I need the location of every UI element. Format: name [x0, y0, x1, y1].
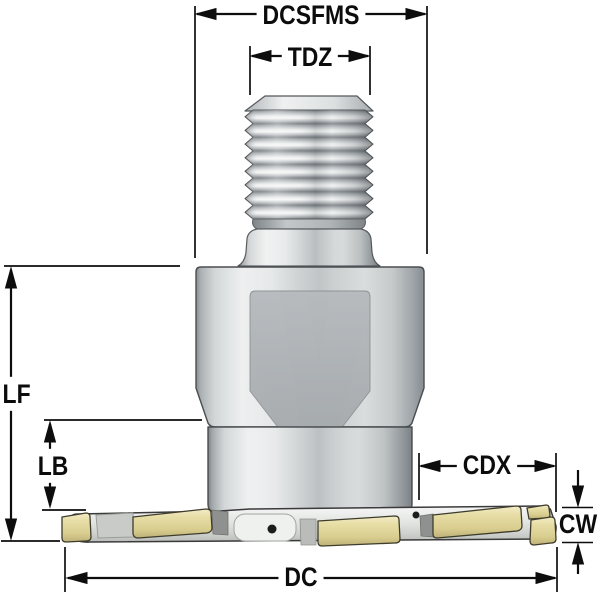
- dim-label-dcsfms: DCSFMS: [256, 0, 366, 29]
- carbide-inserts: [61, 504, 557, 547]
- insert-right-corner: [526, 504, 551, 520]
- arrow-left-icon: [194, 7, 217, 21]
- disc-recess: [95, 512, 135, 539]
- dim-label-lb: LB: [35, 448, 71, 484]
- dim-label-tdz: TDZ: [281, 42, 339, 71]
- arrow-left-icon: [418, 459, 441, 473]
- arrow-down-icon: [571, 485, 585, 508]
- clamp-screw: [412, 511, 420, 519]
- shank-collar: [237, 228, 381, 267]
- insert-right-tip: [529, 516, 557, 546]
- arrow-right-icon: [405, 7, 428, 21]
- arrow-up-icon: [4, 266, 18, 289]
- thread-top-chamfer: [244, 95, 374, 112]
- threaded-shank: [244, 109, 374, 220]
- insert-center: [317, 515, 401, 547]
- insert-pocket: [419, 513, 435, 538]
- arrow-left-icon: [65, 571, 88, 585]
- dimension-cw: [562, 470, 593, 574]
- tool-geometry: [61, 95, 557, 547]
- arrow-up-icon: [43, 420, 57, 443]
- dim-label-cdx: CDX: [456, 450, 518, 479]
- insert-left-tip: [61, 512, 92, 543]
- arrow-right-icon: [534, 459, 557, 473]
- dim-label-dc: DC: [278, 562, 324, 591]
- arrow-right-icon: [535, 571, 558, 585]
- cutter-disc: [61, 504, 557, 547]
- arbor-hub: [207, 426, 413, 513]
- arrow-left-icon: [249, 49, 272, 63]
- insert-pocket: [211, 509, 229, 536]
- insert-right-top: [432, 505, 523, 539]
- arrow-right-icon: [348, 49, 371, 63]
- thread-relief-groove: [252, 218, 366, 230]
- insert-left-top: [132, 508, 213, 539]
- arrow-down-icon: [4, 518, 18, 541]
- arrow-up-icon: [571, 542, 585, 565]
- dim-label-cw: CW: [558, 508, 598, 539]
- arrow-down-icon: [43, 486, 57, 509]
- dim-label-lf: LF: [0, 376, 34, 412]
- disc-boss: [233, 513, 297, 542]
- insert-pocket: [299, 518, 317, 546]
- coolant-hole: [267, 524, 277, 534]
